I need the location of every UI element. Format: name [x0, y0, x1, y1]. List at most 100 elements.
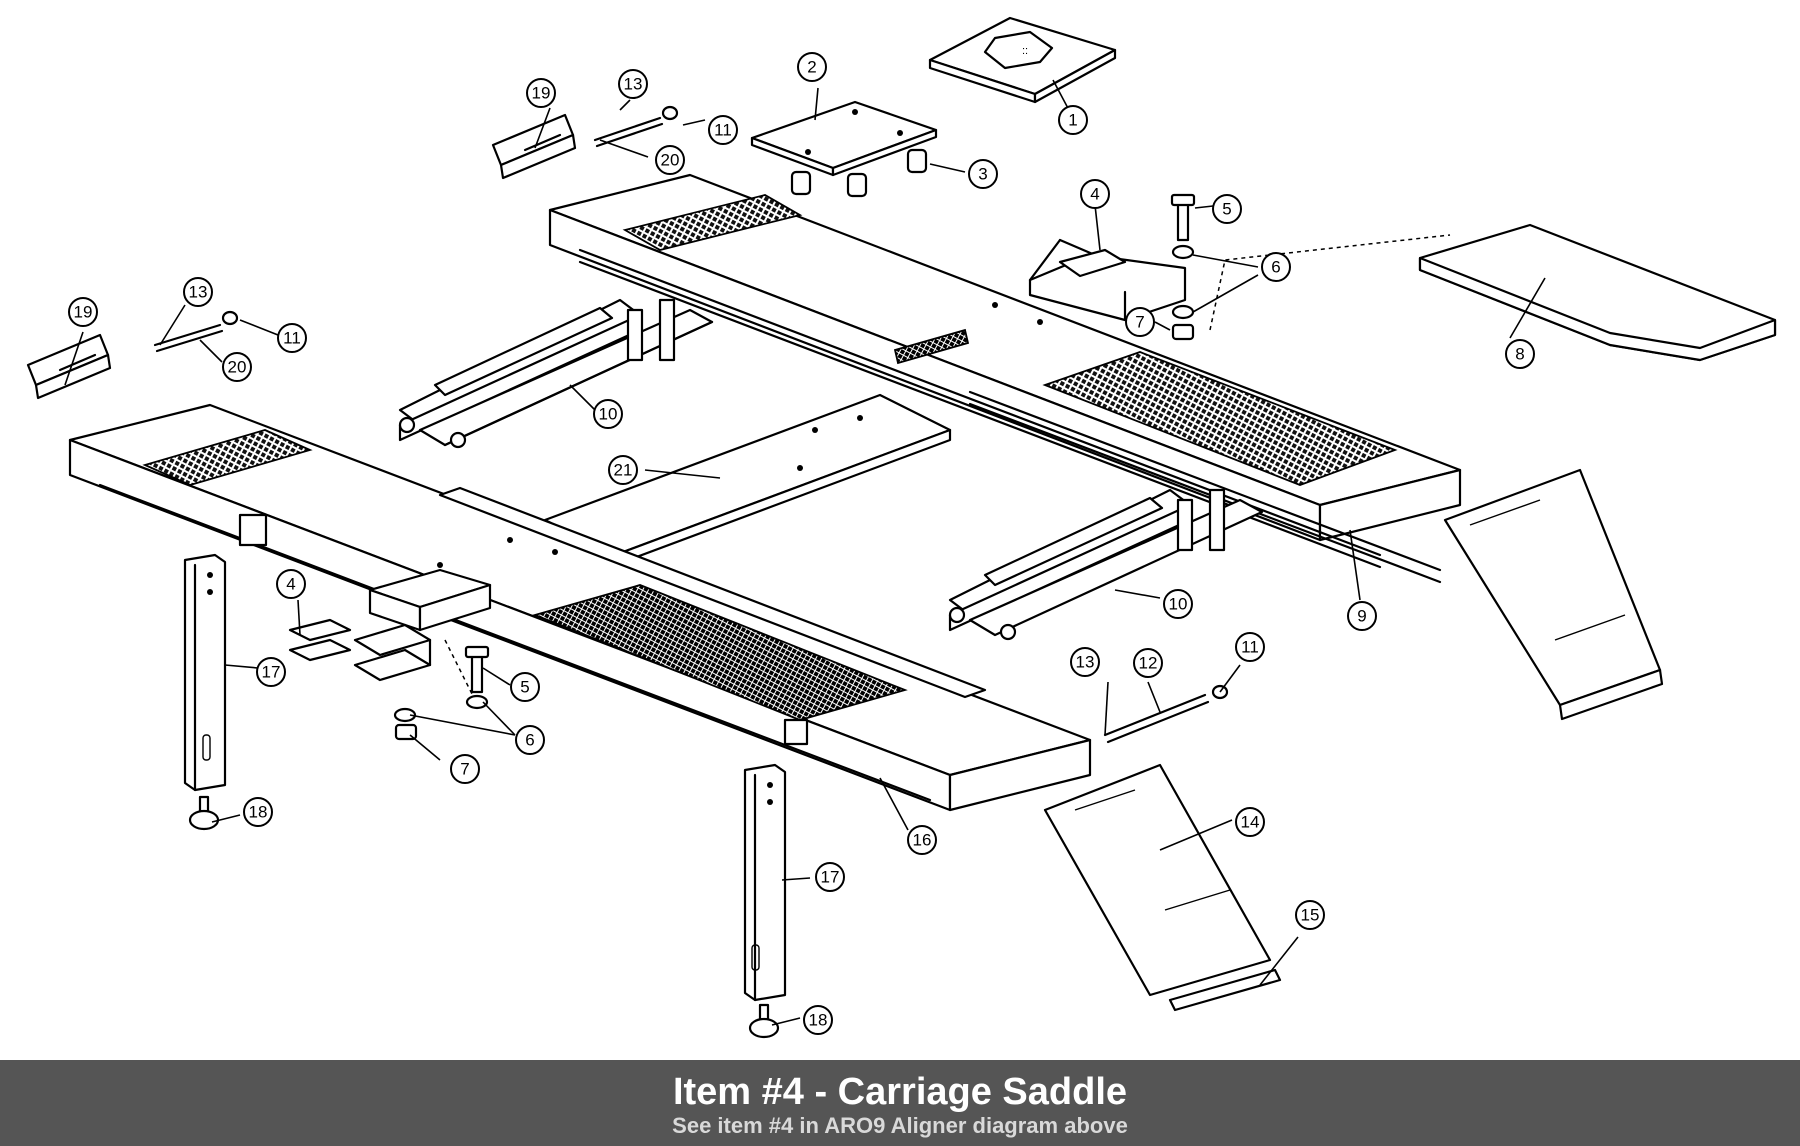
- leader-lines: [64, 79, 1546, 1026]
- part-14-front-ramp: [1043, 763, 1272, 997]
- callout-4-lower: 4: [276, 569, 306, 599]
- svg-text:11: 11: [1241, 638, 1259, 657]
- part-18-foot-left: [188, 795, 220, 831]
- back-ramp: [1443, 468, 1664, 721]
- svg-text:4: 4: [1090, 185, 1099, 204]
- svg-text:20: 20: [228, 358, 247, 377]
- svg-text:9: 9: [1357, 607, 1366, 626]
- callout-5-upper: 5: [1212, 194, 1242, 224]
- svg-text:16: 16: [913, 831, 932, 850]
- callout-16: 16: [907, 825, 937, 855]
- svg-text:18: 18: [249, 803, 268, 822]
- callout-19-top: 19: [526, 78, 556, 108]
- svg-text:7: 7: [460, 760, 469, 779]
- svg-text:11: 11: [283, 329, 301, 348]
- svg-text:17: 17: [821, 868, 840, 887]
- svg-text:::: ::: [1022, 45, 1028, 57]
- svg-text:2: 2: [807, 58, 816, 77]
- runway-inner-rail: [438, 486, 987, 699]
- callout-10-right: 10: [1163, 589, 1193, 619]
- svg-text:4: 4: [286, 575, 295, 594]
- svg-text:12: 12: [1139, 654, 1158, 673]
- part-20-pin-left: [153, 310, 239, 353]
- callout-4-upper: 4: [1080, 179, 1110, 209]
- callout-19-left: 19: [68, 297, 98, 327]
- callout-13-left: 13: [183, 277, 213, 307]
- svg-text:13: 13: [624, 75, 643, 94]
- svg-text:5: 5: [1222, 200, 1231, 219]
- callout-15: 15: [1295, 900, 1325, 930]
- part-10-jack-assembly-left: [398, 298, 714, 449]
- svg-text:15: 15: [1301, 906, 1320, 925]
- callout-17-right: 17: [815, 862, 845, 892]
- part-16-front-runway: [68, 403, 1092, 812]
- parts-5-6-7-upper-fasteners: [1170, 193, 1196, 341]
- callout-10-left: 10: [593, 399, 623, 429]
- svg-text:14: 14: [1241, 813, 1260, 832]
- svg-text:11: 11: [714, 121, 732, 140]
- svg-text:6: 6: [525, 731, 534, 750]
- callout-14: 14: [1235, 807, 1265, 837]
- part-12-pin: [1103, 684, 1229, 744]
- part-20-pin-right: [593, 105, 679, 148]
- callout-8: 8: [1505, 339, 1535, 369]
- part-19-chock-right: [491, 113, 577, 180]
- callout-18-left: 18: [243, 797, 273, 827]
- callout-11-left: 11: [277, 323, 307, 353]
- part-10-jack-assembly-right: [948, 488, 1264, 641]
- callout-7-upper: 7: [1125, 307, 1155, 337]
- callout-9: 9: [1347, 601, 1377, 631]
- callout-11-top: 11: [708, 115, 738, 145]
- callout-12: 12: [1133, 648, 1163, 678]
- part-3-spacers: [790, 148, 928, 198]
- caption-title: Item #4 - Carriage Saddle: [672, 1071, 1128, 1113]
- callout-20-top: 20: [655, 145, 685, 175]
- callout-2: 2: [797, 52, 827, 82]
- callout-1: 1: [1058, 105, 1088, 135]
- svg-text:7: 7: [1135, 313, 1144, 332]
- part-4-carriage-saddle-upper: [1028, 238, 1187, 322]
- callout-13-top: 13: [618, 69, 648, 99]
- svg-text:17: 17: [262, 663, 281, 682]
- part-17-leg-right: [743, 763, 787, 1002]
- svg-text:19: 19: [532, 84, 551, 103]
- svg-text:21: 21: [614, 461, 633, 480]
- svg-text:18: 18: [809, 1011, 828, 1030]
- svg-text:8: 8: [1515, 345, 1524, 364]
- callout-18-right: 18: [803, 1005, 833, 1035]
- part-18-foot-right: [748, 1003, 780, 1039]
- svg-text:6: 6: [1271, 258, 1280, 277]
- callout-20-left: 20: [222, 352, 252, 382]
- pad-block: [368, 568, 492, 632]
- exploded-parts-diagram: ::: [26, 16, 1777, 1039]
- svg-text:5: 5: [520, 678, 529, 697]
- callout-7-lower: 7: [450, 754, 480, 784]
- callout-21: 21: [608, 455, 638, 485]
- svg-text:19: 19: [74, 303, 93, 322]
- callout-6-lower: 6: [515, 725, 545, 755]
- svg-text:10: 10: [599, 405, 618, 424]
- callout-11-right: 11: [1235, 632, 1265, 662]
- callout-6-upper: 6: [1261, 252, 1291, 282]
- part-4-carriage-saddle-lower: [288, 618, 481, 711]
- caption-bar: Item #4 - Carriage Saddle See item #4 in…: [0, 1060, 1800, 1146]
- part-19-chock-left: [26, 333, 112, 400]
- part-15-hinge-bar: [1168, 968, 1282, 1012]
- caption-subtitle: See item #4 in ARO9 Aligner diagram abov…: [672, 1113, 1128, 1138]
- callout-17-left: 17: [256, 657, 286, 687]
- part-8-cover-plate: [1418, 223, 1777, 362]
- svg-text:13: 13: [189, 283, 208, 302]
- part-2-slip-plate: [750, 100, 938, 177]
- svg-text:10: 10: [1169, 595, 1188, 614]
- svg-text:3: 3: [978, 165, 987, 184]
- parts-5-6-7-lower-fasteners: [393, 645, 490, 741]
- callout-5-lower: 5: [510, 672, 540, 702]
- svg-text:1: 1: [1068, 111, 1077, 130]
- svg-text:20: 20: [661, 151, 680, 170]
- part-1-turntable-plate: ::: [928, 16, 1117, 104]
- callout-3: 3: [968, 159, 998, 189]
- callout-13-right: 13: [1070, 647, 1100, 677]
- svg-text:13: 13: [1076, 653, 1095, 672]
- part-17-leg-left: [183, 553, 227, 792]
